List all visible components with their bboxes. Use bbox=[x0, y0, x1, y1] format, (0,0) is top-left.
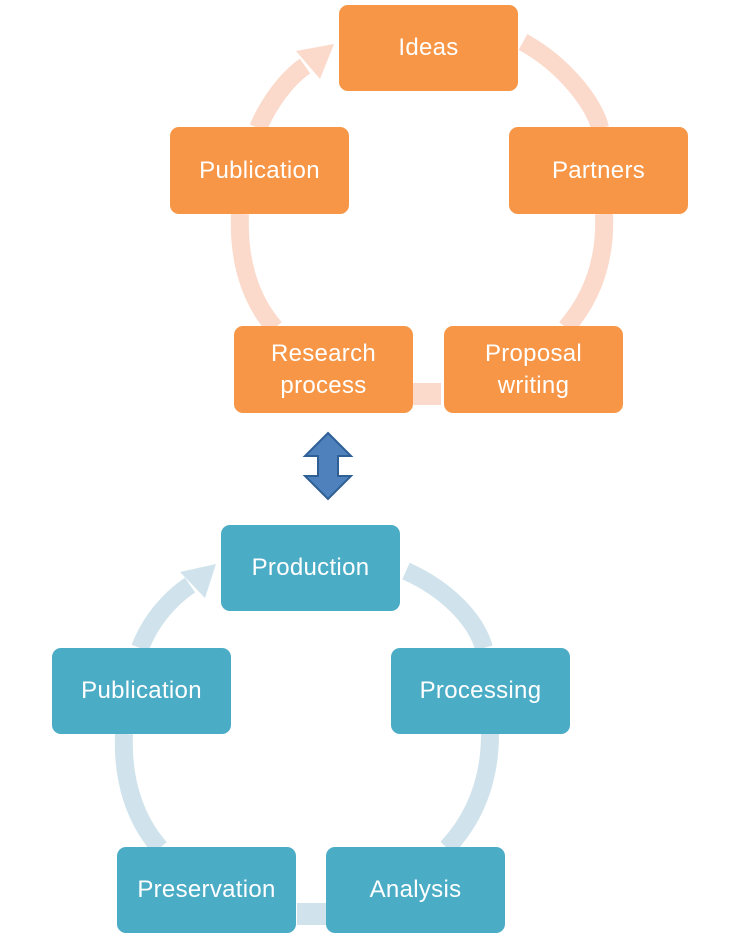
preservation-box: Preservation bbox=[117, 847, 296, 933]
research-cycle-arc-bottom bbox=[413, 383, 441, 405]
data-cycle-arrowhead bbox=[180, 564, 216, 598]
research-cycle-arc-right-lower bbox=[559, 213, 614, 334]
data-cycle-arc-bottom bbox=[297, 903, 327, 925]
partners-box: Partners bbox=[509, 127, 688, 214]
production-label: Production bbox=[251, 554, 370, 581]
research-process-label-line1: Research bbox=[270, 339, 377, 367]
ideas-box: Ideas bbox=[339, 5, 518, 91]
production-box: Production bbox=[221, 525, 400, 611]
proposal-writing-label-line1: Proposal bbox=[484, 339, 583, 367]
proposal-writing-box: Proposal writing bbox=[444, 326, 623, 413]
partners-label: Partners bbox=[551, 156, 646, 184]
data-publication-box: Publication bbox=[52, 648, 231, 734]
research-cycle-arc-right bbox=[518, 34, 609, 131]
research-process-label-line2: process bbox=[280, 371, 367, 399]
data-cycle-arc-left bbox=[131, 577, 196, 652]
data-cycle-arc-left-lower bbox=[114, 733, 167, 854]
research-cycle-arc-left bbox=[249, 58, 311, 132]
analysis-box: Analysis bbox=[326, 847, 505, 933]
ideas-label: Ideas bbox=[398, 34, 459, 61]
preservation-label: Preservation bbox=[137, 876, 276, 903]
data-publication-label: Publication bbox=[81, 677, 202, 704]
research-cycle-arc-left-lower bbox=[230, 213, 282, 334]
proposal-writing-label-line2: writing bbox=[497, 371, 570, 399]
double-arrow-icon bbox=[302, 431, 354, 501]
research-cycle-arrowhead bbox=[296, 44, 334, 79]
processing-label: Processing bbox=[419, 677, 542, 704]
research-process-box: Research process bbox=[234, 326, 413, 413]
analysis-label: Analysis bbox=[369, 876, 462, 903]
data-cycle-arc-right-lower bbox=[440, 733, 499, 855]
data-cycle-arc-right bbox=[402, 562, 493, 651]
processing-box: Processing bbox=[391, 648, 570, 734]
research-publication-box: Publication bbox=[170, 127, 349, 214]
research-publication-label: Publication bbox=[199, 156, 320, 184]
